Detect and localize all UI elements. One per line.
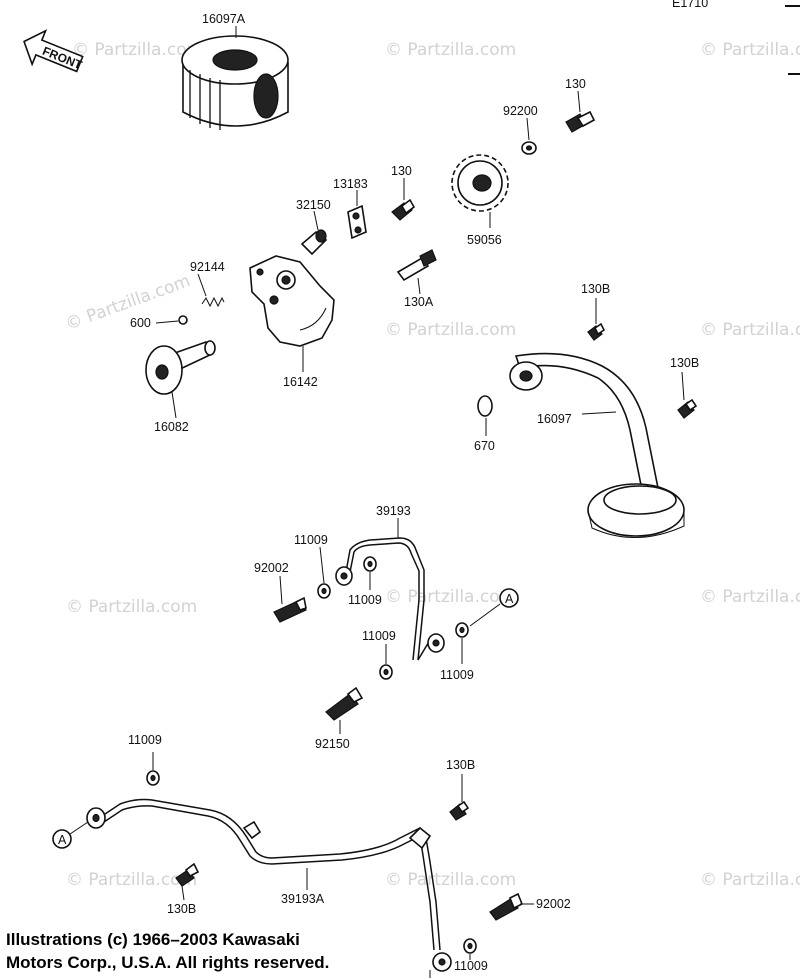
watermark-text: © Partzilla.com (385, 587, 516, 607)
union-bolt-icon (273, 596, 307, 623)
part-labels: 16097A 130 92200 130 13183 32150 59056 9… (128, 12, 699, 973)
plate-icon (347, 204, 367, 240)
oil-pipe-icon (335, 537, 445, 661)
bolt-icon (677, 398, 698, 419)
part-label-11009: 11009 (348, 593, 382, 607)
watermarks: © Partzilla.com © Partzilla.com © Partzi… (63, 40, 800, 890)
part-label-130: 130 (565, 77, 586, 91)
oil-strainer-icon (509, 352, 685, 538)
washer-icon (363, 556, 377, 572)
part-label-11009: 11009 (294, 533, 328, 547)
spring-icon (201, 296, 225, 308)
copyright-notice: Illustrations (c) 1966–2003 Kawasaki Mot… (6, 928, 426, 974)
part-label-130A: 130A (404, 295, 434, 309)
part-label-130B: 130B (167, 902, 196, 916)
washer-icon (146, 770, 160, 786)
part-label-16142: 16142 (283, 375, 318, 389)
part-label-16097: 16097 (537, 412, 572, 426)
reference-a-marker: A (52, 829, 72, 849)
o-ring-icon (477, 395, 493, 417)
bolt-icon (449, 800, 470, 821)
sprocket-icon (451, 154, 509, 212)
watermark-text: © Partzilla.com (385, 870, 516, 890)
copyright-line-1: Illustrations (c) 1966–2003 Kawasaki (6, 930, 300, 949)
oil-pump-body-icon (249, 255, 335, 347)
part-label-11009: 11009 (362, 629, 396, 643)
part-label-92200: 92200 (503, 104, 538, 118)
part-label-130B: 130B (670, 356, 699, 370)
bolt-icon (175, 862, 200, 887)
oil-filter-icon (181, 35, 289, 130)
part-label-32150: 32150 (296, 198, 331, 212)
union-bolt-icon (325, 686, 364, 721)
washer-icon (379, 664, 393, 680)
part-label-16082: 16082 (154, 420, 189, 434)
part-label-16097A: 16097A (202, 12, 246, 26)
watermark-text: © Partzilla.com (66, 870, 197, 890)
part-label-39193A: 39193A (281, 892, 325, 906)
part-label-11009: 11009 (440, 668, 474, 682)
part-label-11009: 11009 (128, 733, 162, 747)
copyright-line-2: Motors Corp., U.S.A. All rights reserved… (6, 953, 330, 972)
part-label-59056: 59056 (467, 233, 502, 247)
part-label-39193: 39193 (376, 504, 411, 518)
reference-a-label: A (505, 592, 514, 606)
part-label-92002: 92002 (536, 897, 571, 911)
washer-icon (317, 583, 331, 599)
union-bolt-icon (489, 892, 524, 921)
reference-a-label: A (58, 833, 67, 847)
watermark-text: © Partzilla.com (700, 870, 800, 890)
watermark-text: © Partzilla.com (385, 320, 516, 340)
part-label-13183: 13183 (333, 177, 368, 191)
watermark-text: © Partzilla.com (63, 271, 193, 335)
washer-icon (463, 938, 477, 954)
part-label-11009: 11009 (454, 959, 488, 973)
watermark-text: © Partzilla.com (72, 40, 203, 60)
watermark-text: © Partzilla.com (385, 40, 516, 60)
part-label-130: 130 (391, 164, 412, 178)
reference-a-marker: A (499, 588, 519, 608)
part-label-670: 670 (474, 439, 495, 453)
part-label-130B: 130B (446, 758, 475, 772)
bolt-icon (587, 322, 606, 341)
part-label-600: 600 (130, 316, 151, 330)
washer-icon (521, 141, 537, 155)
rotor-shaft-icon (145, 340, 216, 395)
oil-pipe-lower-icon (86, 798, 452, 972)
watermark-text: © Partzilla.com (66, 597, 197, 617)
watermark-text: © Partzilla.com (700, 320, 800, 340)
watermark-text: © Partzilla.com (700, 40, 800, 60)
bolt-icon (396, 249, 437, 282)
bolt-icon (565, 110, 596, 133)
bolt-icon (391, 198, 416, 221)
shaft-icon (300, 229, 328, 256)
watermark-text: © Partzilla.com (700, 587, 800, 607)
part-label-92144: 92144 (190, 260, 225, 274)
ball-icon (178, 315, 188, 325)
washer-icon (455, 622, 469, 638)
part-label-92150: 92150 (315, 737, 350, 751)
part-label-130B: 130B (581, 282, 610, 296)
diagram-code: E1710 (672, 0, 708, 10)
part-label-92002: 92002 (254, 561, 289, 575)
